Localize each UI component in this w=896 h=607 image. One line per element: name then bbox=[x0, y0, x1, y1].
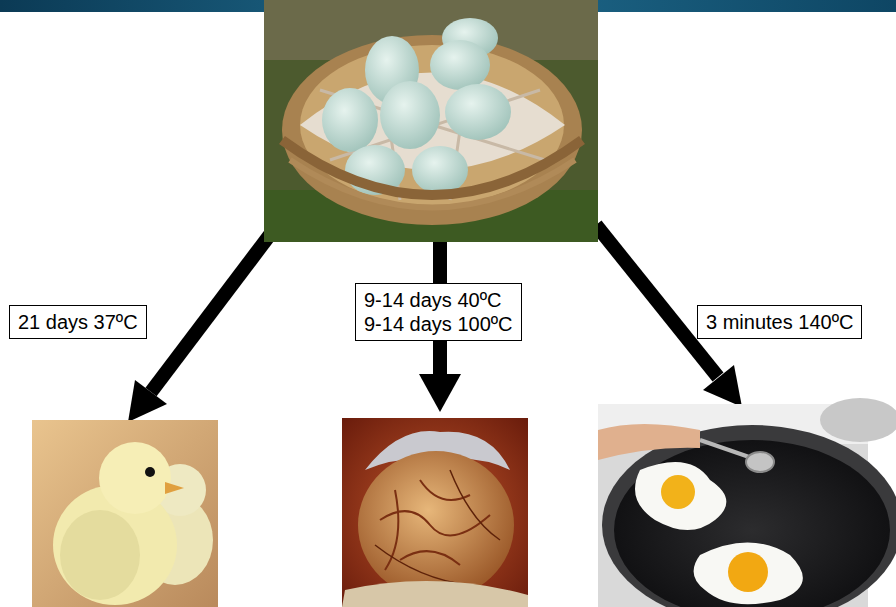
condition-text: 9-14 days 100ºC bbox=[364, 312, 513, 336]
chick-photo bbox=[32, 420, 218, 607]
condition-text: 9-14 days 40ºC bbox=[364, 288, 513, 312]
label-box: 21 days 37ºC bbox=[9, 305, 147, 339]
egg-basket-photo bbox=[264, 0, 598, 242]
arrow-left bbox=[128, 228, 275, 422]
balut-photo bbox=[342, 418, 528, 607]
label-box: 3 minutes 140ºC bbox=[697, 305, 862, 339]
fried-eggs-photo bbox=[598, 398, 896, 607]
condition-text: 21 days 37ºC bbox=[18, 310, 138, 334]
condition-text: 3 minutes 140ºC bbox=[706, 310, 853, 334]
label-box: 9-14 days 40ºC9-14 days 100ºC bbox=[355, 283, 522, 341]
